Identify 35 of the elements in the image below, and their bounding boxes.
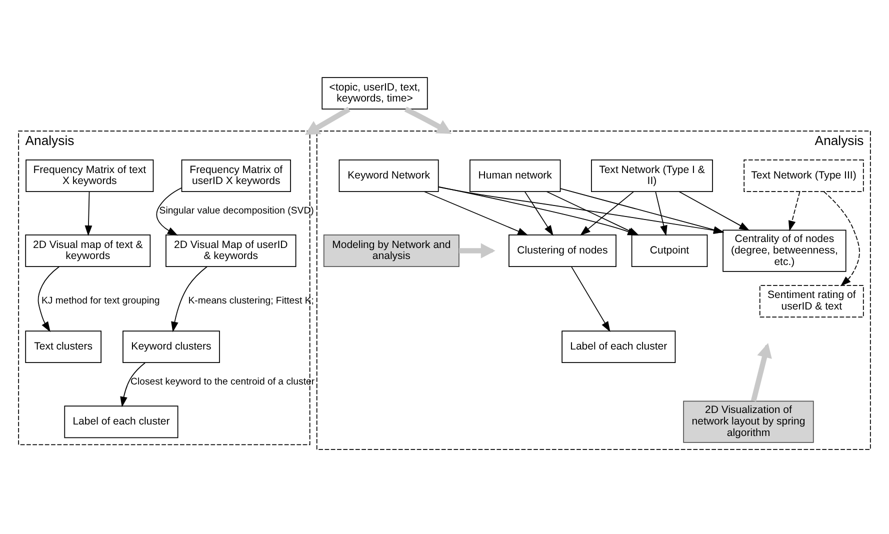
- edge-label: Singular value decomposition (SVD): [159, 205, 314, 216]
- node-box: Clustering of nodes: [508, 234, 616, 267]
- node-box: Text Network (Type I & II): [591, 160, 713, 192]
- arrow: [156, 187, 182, 236]
- node-box: Frequency Matrix of text X keywords: [26, 160, 154, 192]
- node-box: Human network: [470, 160, 561, 192]
- node-box: Centrality of of nodes (degree, betweenness, etc.): [722, 230, 846, 272]
- arrow: [678, 191, 750, 231]
- arrow: [120, 362, 146, 408]
- arrow: [38, 266, 60, 332]
- node-box: Keyword Network: [338, 160, 439, 192]
- node-box: Keyword clusters: [122, 330, 220, 364]
- node-box: Text Network (Type III): [744, 160, 864, 192]
- arrow: [84, 191, 92, 236]
- node-box: Label of each cluster: [562, 330, 676, 364]
- edge-label: KJ method for text grouping: [41, 296, 160, 307]
- node-box: Sentiment rating of userID & text: [759, 284, 864, 318]
- node-box: Frequency Matrix of userID X keywords: [181, 160, 291, 192]
- node-box: <topic, userID, text, keywords, time>: [322, 77, 428, 110]
- arrow: [524, 191, 554, 236]
- node-box: 2D Visual map of text & keywords: [25, 234, 151, 267]
- arrow: [580, 191, 634, 236]
- arrow: [823, 191, 860, 286]
- node-box: Label of each cluster: [64, 406, 178, 438]
- arrow: [655, 191, 668, 236]
- arrow: [171, 266, 208, 332]
- node-box: Cutpoint: [631, 234, 708, 267]
- edge-label: Closest keyword to the centroid of a cluster: [130, 376, 315, 388]
- arrow: [571, 266, 610, 332]
- arrow: [788, 191, 800, 232]
- node-box: 2D Visual Map of userID & keywords: [166, 234, 296, 267]
- node-box: Modeling by Network and analysis: [323, 234, 460, 267]
- arrow: [424, 191, 528, 236]
- node-box: 2D Visualization of network layout by spring algorithm: [683, 400, 814, 443]
- node-box: Text clusters: [25, 330, 102, 364]
